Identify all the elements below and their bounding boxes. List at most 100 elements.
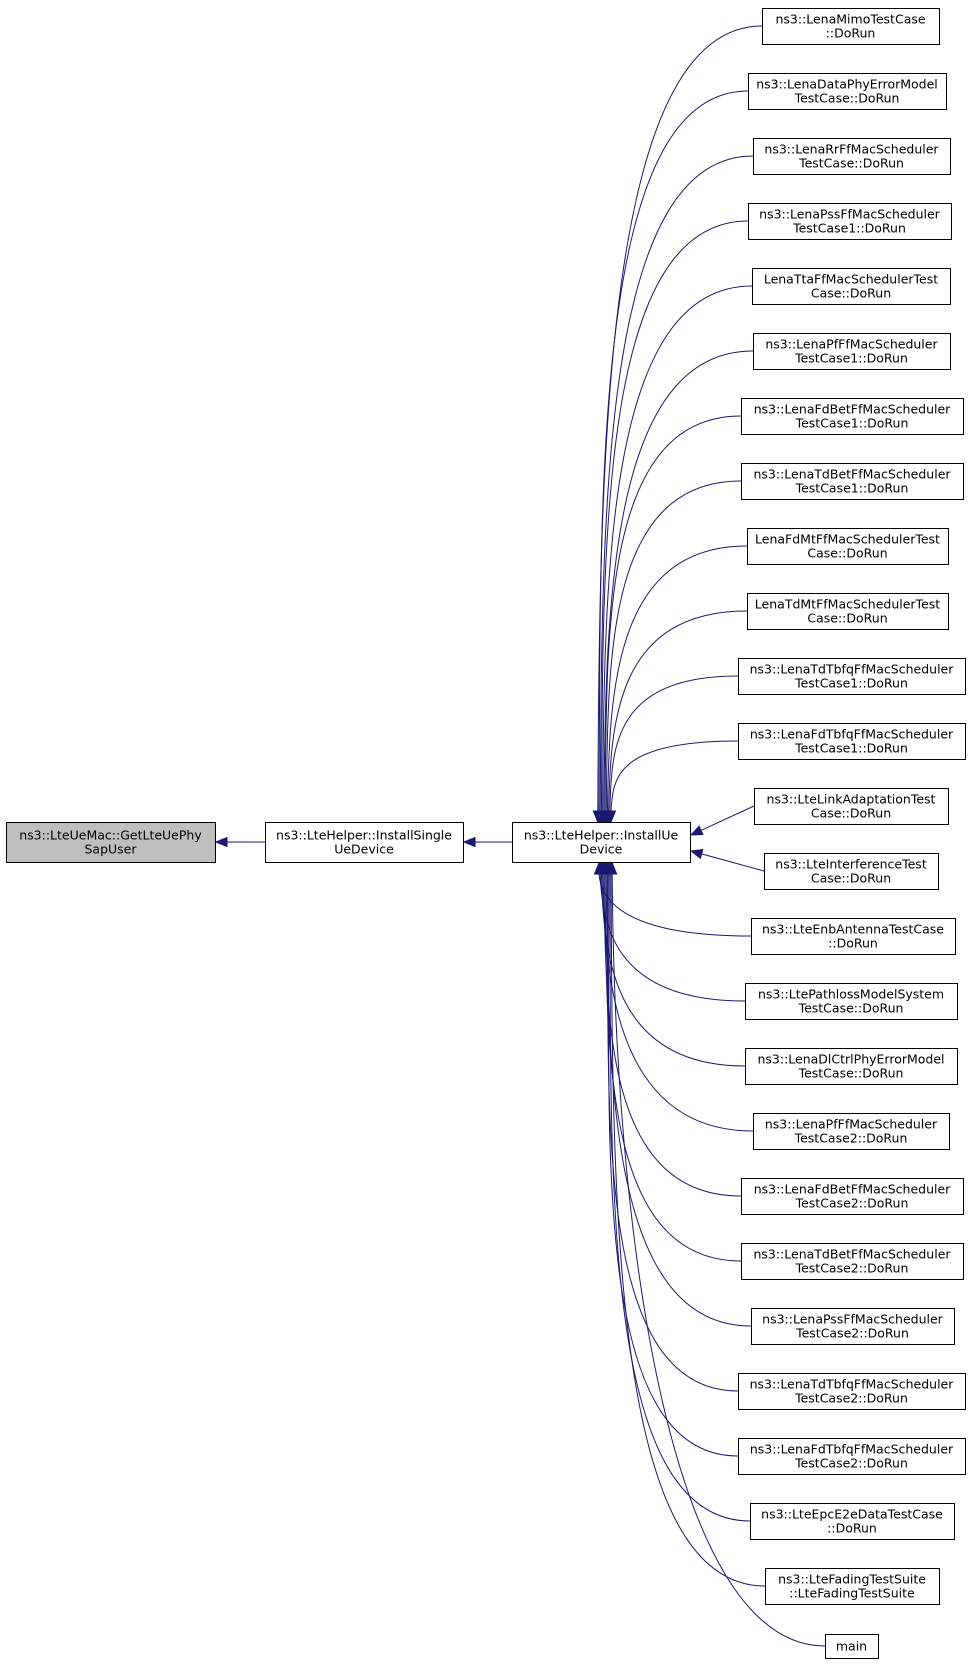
node-caller-11-label-line: ns3::LenaFdTbfqFfMacScheduler (750, 727, 954, 742)
node-caller-3[interactable]: ns3::LenaPssFfMacSchedulerTestCase1::DoR… (748, 203, 952, 240)
node-caller-25[interactable]: main (825, 1634, 879, 1659)
node-caller-3-label-line: ns3::LenaPssFfMacScheduler (759, 207, 941, 222)
node-caller-24-box (765, 1568, 940, 1605)
node-caller-21-label-line: ns3::LenaTdTbfqFfMacScheduler (750, 1377, 955, 1392)
node-install-ue-device-label-line: ns3::LteHelper::InstallUe (524, 828, 679, 843)
node-caller-23-label-line: ::DoRun (827, 1521, 877, 1536)
node-caller-13-box (764, 853, 939, 890)
node-caller-6-label-line: TestCase1::DoRun (795, 416, 909, 431)
node-caller-21-label-line: TestCase2::DoRun (794, 1391, 908, 1406)
node-caller-6-label-line: ns3::LenaFdBetFfMacScheduler (754, 402, 951, 417)
node-caller-3-label-line: TestCase1::DoRun (792, 221, 906, 236)
node-caller-19-label-line: TestCase2::DoRun (795, 1261, 909, 1276)
node-caller-20-label-line: ns3::LenaPssFfMacScheduler (762, 1312, 944, 1327)
node-caller-16-box (745, 1048, 958, 1085)
node-caller-18-label-line: TestCase2::DoRun (795, 1196, 909, 1211)
node-caller-5-label-line: TestCase1::DoRun (794, 351, 908, 366)
node-caller-24[interactable]: ns3::LteFadingTestSuite::LteFadingTestSu… (765, 1568, 940, 1605)
edge-caller-2 (594, 155, 754, 824)
node-caller-15[interactable]: ns3::LtePathlossModelSystemTestCase::DoR… (745, 983, 958, 1020)
node-caller-11-label-line: TestCase1::DoRun (794, 741, 908, 756)
node-caller-13-label-line: ns3::LteInterferenceTest (775, 857, 927, 872)
node-caller-16-label-line: ns3::LenaDlCtrlPhyErrorModel (757, 1052, 944, 1067)
node-caller-2-label-line: TestCase::DoRun (798, 156, 904, 171)
edge-caller-20-line (605, 873, 752, 1327)
edge-caller-25-arrowhead (606, 861, 618, 875)
node-caller-19-box (741, 1243, 964, 1280)
node-caller-16[interactable]: ns3::LenaDlCtrlPhyErrorModelTestCase::Do… (745, 1048, 958, 1085)
node-caller-9-label-line: LenaTdMtFfMacSchedulerTest (755, 597, 940, 612)
edge-caller-4-line (602, 285, 753, 812)
edge-caller-11-arrowhead (605, 810, 617, 824)
edge-install-ue-to-install-single (462, 836, 512, 848)
node-caller-7[interactable]: ns3::LenaTdBetFfMacSchedulerTestCase1::D… (741, 463, 964, 500)
edge-caller-13-line (701, 853, 765, 872)
node-caller-1-label-line: ns3::LenaDataPhyErrorModel (756, 77, 938, 92)
node-caller-17[interactable]: ns3::LenaPfFfMacSchedulerTestCase2::DoRu… (753, 1113, 950, 1150)
node-caller-10-label-line: TestCase1::DoRun (794, 676, 908, 691)
node-caller-5[interactable]: ns3::LenaPfFfMacSchedulerTestCase1::DoRu… (753, 333, 951, 370)
node-caller-3-box (748, 203, 952, 240)
edge-caller-23 (604, 861, 751, 1522)
edge-caller-19-line (604, 873, 742, 1262)
node-caller-14[interactable]: ns3::LteEnbAntennaTestCase::DoRun (751, 918, 956, 955)
node-caller-11[interactable]: ns3::LenaFdTbfqFfMacSchedulerTestCase1::… (738, 723, 966, 760)
edge-caller-24 (605, 861, 766, 1587)
node-caller-18-label-line: ns3::LenaFdBetFfMacScheduler (754, 1182, 951, 1197)
edge-caller-15-line (599, 873, 746, 1002)
node-caller-22-box (738, 1438, 966, 1475)
edge-caller-3-line (600, 220, 749, 812)
node-caller-20[interactable]: ns3::LenaPssFfMacSchedulerTestCase2::DoR… (751, 1308, 955, 1345)
node-caller-12-label-line: ns3::LteLinkAdaptationTest (767, 792, 936, 807)
node-install-ue-device-label-line: Device (580, 842, 623, 857)
node-caller-2-label-line: ns3::LenaRrFfMacScheduler (764, 142, 939, 157)
node-caller-11-box (738, 723, 966, 760)
edge-caller-3 (596, 220, 749, 824)
node-install-ue-device-box (512, 822, 691, 863)
node-caller-10-label-line: ns3::LenaTdTbfqFfMacScheduler (750, 662, 955, 677)
edge-caller-6 (599, 415, 742, 824)
node-caller-18[interactable]: ns3::LenaFdBetFfMacSchedulerTestCase2::D… (741, 1178, 964, 1215)
node-caller-7-box (741, 463, 964, 500)
node-get-lte-ue-phy-sap-user-label-line: SapUser (84, 842, 137, 857)
node-caller-21[interactable]: ns3::LenaTdTbfqFfMacSchedulerTestCase2::… (738, 1373, 966, 1410)
node-caller-4-box (752, 268, 951, 305)
edge-caller-5-line (603, 350, 754, 812)
node-caller-22[interactable]: ns3::LenaFdTbfqFfMacSchedulerTestCase2::… (738, 1438, 966, 1475)
nodes-layer: ns3::LteUeMac::GetLteUePhySapUserns3::Lt… (6, 8, 966, 1659)
node-caller-6-box (741, 398, 964, 435)
node-caller-4-label-line: Case::DoRun (811, 286, 891, 301)
node-caller-1[interactable]: ns3::LenaDataPhyErrorModelTestCase::DoRu… (748, 73, 947, 110)
node-caller-0-label-line: ::DoRun (826, 26, 876, 41)
node-caller-15-box (745, 983, 958, 1020)
node-caller-1-label-line: TestCase::DoRun (794, 91, 900, 106)
node-caller-8-label-line: LenaFdMtFfMacSchedulerTest (755, 532, 940, 547)
node-caller-9-box (747, 593, 949, 630)
edge-caller-13 (689, 848, 765, 872)
node-caller-23[interactable]: ns3::LteEpcE2eDataTestCase::DoRun (750, 1503, 955, 1540)
edge-caller-13-arrowhead (689, 848, 704, 860)
node-caller-6[interactable]: ns3::LenaFdBetFfMacSchedulerTestCase1::D… (741, 398, 964, 435)
node-caller-20-label-line: TestCase2::DoRun (795, 1326, 909, 1341)
edge-caller-9-line (608, 610, 748, 812)
node-install-single-ue-device-box (265, 822, 464, 863)
node-caller-14-box (751, 918, 956, 955)
node-caller-0[interactable]: ns3::LenaMimoTestCase::DoRun (762, 8, 940, 45)
edge-caller-14-line (598, 873, 752, 937)
edge-caller-12-arrowhead (689, 825, 704, 836)
node-caller-14-label-line: ::DoRun (828, 936, 878, 951)
edge-caller-21-line (606, 873, 739, 1392)
node-caller-24-label-line: ::LteFadingTestSuite (789, 1586, 915, 1601)
node-caller-10[interactable]: ns3::LenaTdTbfqFfMacSchedulerTestCase1::… (738, 658, 966, 695)
node-get-lte-ue-phy-sap-user-label-line: ns3::LteUeMac::GetLteUePhy (19, 828, 202, 843)
node-caller-19[interactable]: ns3::LenaTdBetFfMacSchedulerTestCase2::D… (741, 1243, 964, 1280)
